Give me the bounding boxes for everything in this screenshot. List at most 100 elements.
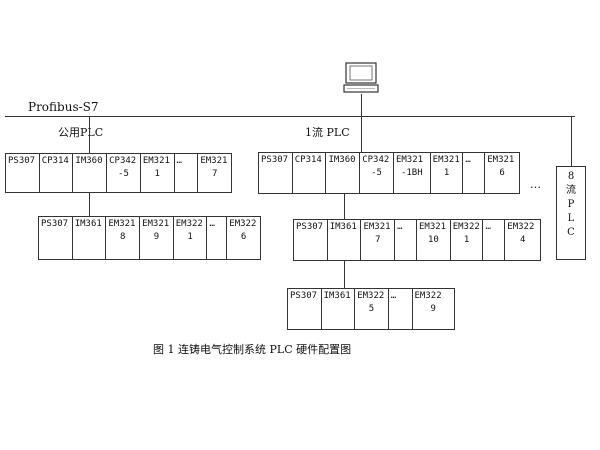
- module-type: IM360: [328, 155, 356, 165]
- rack-module: …: [463, 153, 486, 193]
- strand1-plc-drop: [361, 116, 362, 152]
- module-type: PS307: [290, 291, 318, 301]
- strand1-plc-ext1-link: [344, 194, 345, 219]
- strand8-plc-drop: [571, 116, 572, 166]
- rack-module: IM360: [326, 153, 361, 193]
- module-type: EM321: [108, 219, 136, 229]
- module-type: IM361: [329, 222, 357, 232]
- module-type: …: [397, 222, 403, 232]
- rack-module: PS307: [39, 217, 73, 259]
- module-type: EM321: [419, 222, 447, 232]
- computer-icon: [343, 62, 379, 93]
- module-type: …: [485, 222, 491, 232]
- module-index: [328, 167, 357, 180]
- module-index: [41, 231, 70, 244]
- rack-module: …: [175, 154, 199, 192]
- rack-module: CP314: [293, 153, 327, 193]
- public-plc-ext-link: [89, 193, 90, 216]
- strand8-plc-char: 8: [567, 171, 575, 182]
- module-index: [485, 234, 502, 247]
- rack-module: EM321 10: [417, 220, 451, 260]
- module-index: 1: [443, 168, 450, 178]
- module-index: 4: [519, 235, 526, 245]
- rack-module: PS307: [288, 289, 322, 329]
- profibus-line: [5, 116, 575, 117]
- bus-label: Profibus-S7: [28, 100, 99, 114]
- module-type: IM361: [323, 291, 351, 301]
- rack-module: …: [483, 220, 506, 260]
- module-type: EM322: [229, 219, 257, 229]
- module-type: PS307: [296, 222, 324, 232]
- module-index: [290, 303, 319, 316]
- computer-link: [361, 94, 362, 116]
- rack-module: EM321 7: [198, 154, 231, 192]
- module-index: [465, 167, 482, 180]
- module-type: IM360: [75, 156, 103, 166]
- module-index: 1: [154, 169, 160, 179]
- public-plc-label: 公用PLC: [58, 126, 104, 139]
- rack-module: …: [207, 217, 228, 259]
- strand8-plc-char: C: [567, 227, 575, 238]
- module-index: 9: [430, 304, 436, 314]
- module-type: PS307: [8, 156, 36, 166]
- module-type: EM322: [175, 219, 203, 229]
- module-type: CP342: [109, 156, 137, 166]
- rack-module: PS307: [259, 153, 293, 193]
- module-index: 6: [240, 232, 247, 242]
- module-index: [209, 231, 224, 244]
- rack-module: EM322 9: [413, 289, 454, 329]
- module-type: CP342: [362, 155, 390, 165]
- module-index: 10: [427, 235, 439, 245]
- module-type: CP314: [294, 155, 322, 165]
- module-type: EM321: [142, 219, 170, 229]
- strand-continuation-dots: …: [530, 178, 541, 191]
- rack-module: EM322 1: [174, 217, 208, 259]
- rack-module: …: [395, 220, 417, 260]
- rack-module: EM322 6: [227, 217, 260, 259]
- module-index: 8: [120, 232, 126, 242]
- module-index: [330, 234, 359, 247]
- strand1-plc-ext2-link: [344, 261, 345, 288]
- module-type: …: [465, 155, 471, 165]
- module-type: PS307: [41, 219, 69, 229]
- rack-module: CP314: [40, 154, 74, 192]
- module-type: CP314: [41, 156, 69, 166]
- module-index: [391, 303, 410, 316]
- module-type: EM321: [487, 155, 515, 165]
- module-index: 7: [211, 169, 218, 179]
- module-index: [397, 234, 414, 247]
- strand8-plc-char: L: [567, 213, 575, 224]
- rack-module: EM321 9: [140, 217, 174, 259]
- module-index: 9: [153, 232, 160, 242]
- module-index: 1: [463, 235, 470, 245]
- module-type: EM322: [357, 291, 385, 301]
- module-index: 1: [187, 232, 193, 242]
- module-index: [295, 167, 324, 180]
- module-type: …: [390, 291, 397, 301]
- module-index: -5: [371, 168, 382, 178]
- rack-module: PS307: [6, 154, 40, 192]
- rack-module: EM321 -1BH: [394, 153, 431, 193]
- rack-module: IM360: [73, 154, 108, 192]
- module-type: …: [176, 156, 182, 166]
- rack-module: CP342 -5: [360, 153, 394, 193]
- module-type: EM321: [395, 155, 424, 165]
- rack-module: IM361: [73, 217, 107, 259]
- figure-caption: 图 1 连铸电气控制系统 PLC 硬件配置图: [153, 343, 352, 356]
- module-index: 7: [375, 235, 381, 245]
- module-index: -1BH: [400, 168, 423, 178]
- rack-module: IM361: [328, 220, 362, 260]
- module-index: [177, 168, 196, 181]
- rack-module: PS307: [294, 220, 328, 260]
- module-type: EM322: [414, 291, 442, 301]
- module-type: EM321: [200, 156, 228, 166]
